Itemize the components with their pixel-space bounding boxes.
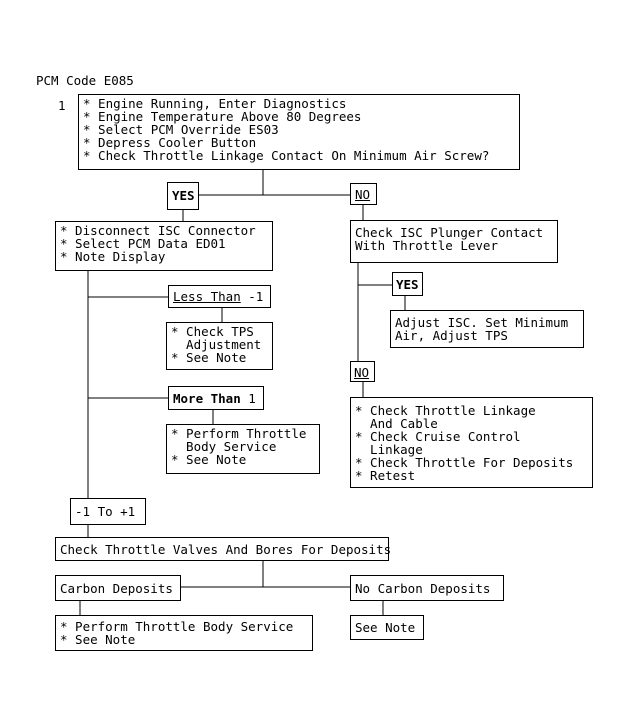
isc-plunger-box: Check ISC Plunger Contact With Throttle …	[350, 220, 558, 263]
no-label-box: NO	[350, 183, 377, 205]
less-than-label: Less Than	[173, 289, 241, 304]
more-than-box: More Than 1	[168, 386, 264, 410]
yes-label-box: YES	[167, 182, 199, 210]
check-valves-box: Check Throttle Valves And Bores For Depo…	[55, 537, 391, 561]
no2-label-box: NO	[350, 361, 375, 382]
perform-throttle-box: * Perform Throttle Body Service * See No…	[166, 424, 320, 474]
check-tps-box: * Check TPS Adjustment * See Note	[166, 322, 273, 370]
carbon-deposits-box: Carbon Deposits	[55, 575, 181, 601]
adjust-isc-box: Adjust ISC. Set Minimum Air, Adjust TPS	[390, 310, 584, 348]
see-note-box: See Note	[350, 615, 424, 640]
step-number: 1	[58, 98, 66, 113]
yes2-label-box: YES	[392, 272, 423, 296]
linkage-box: * Check Throttle Linkage And Cable * Che…	[350, 397, 593, 488]
step1-box: * Engine Running, Enter Diagnostics * En…	[78, 94, 520, 170]
range-box: -1 To +1	[70, 498, 146, 525]
more-than-label: More Than	[173, 391, 241, 406]
less-than-box: Less Than -1	[168, 285, 271, 308]
no-carbon-deposits-box: No Carbon Deposits	[350, 575, 504, 601]
less-than-value: -1	[248, 289, 264, 304]
page-title: PCM Code E085	[36, 73, 134, 88]
carbon-action-box: * Perform Throttle Body Service * See No…	[55, 615, 313, 651]
more-than-value: 1	[248, 391, 256, 406]
disconnect-isc-box: * Disconnect ISC Connector * Select PCM …	[55, 221, 273, 271]
